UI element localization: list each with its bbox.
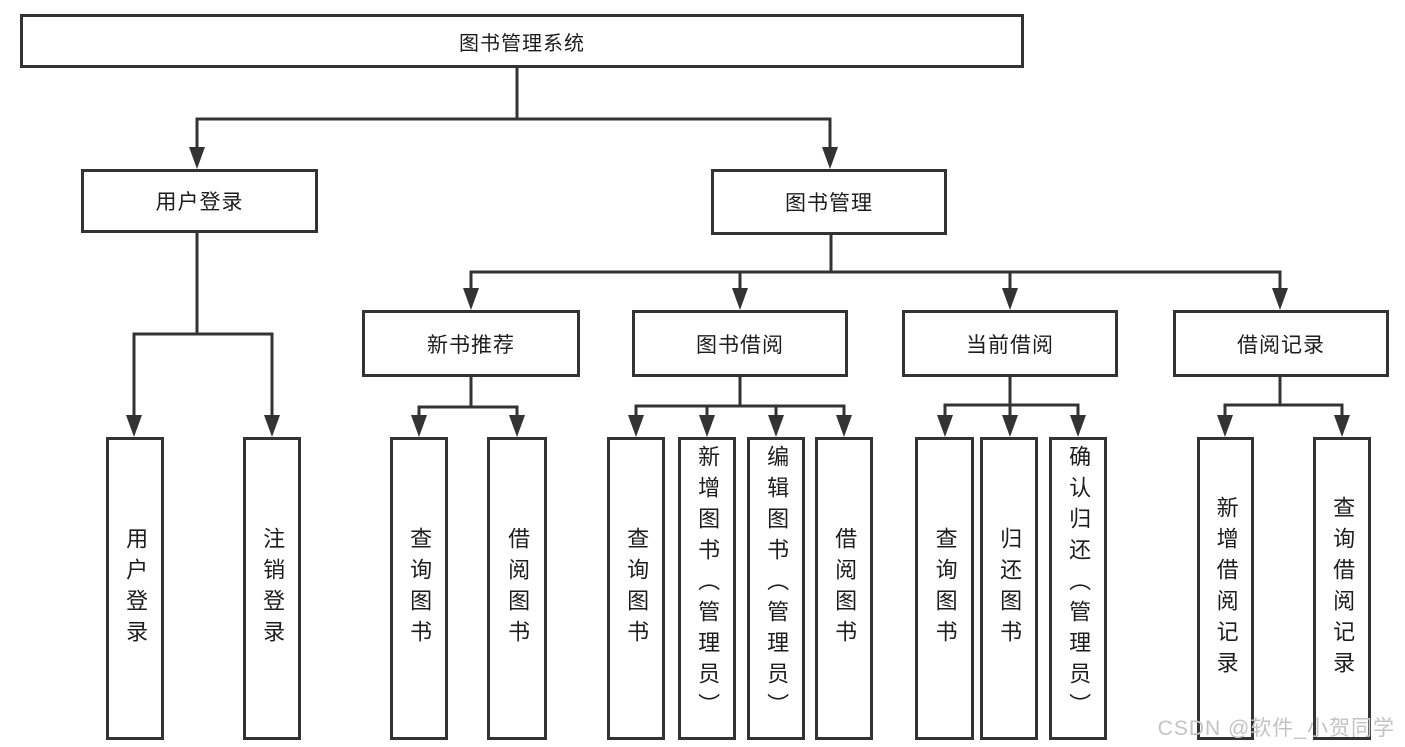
- leaf-newbooks-borrow-book: 借阅图书: [487, 437, 547, 740]
- node-label: 图书管理: [785, 192, 873, 215]
- connector-newbooks-to-leaves: [411, 377, 525, 437]
- leaf-borrow-query-book: 查询图书: [607, 437, 665, 740]
- node-book-management: 图书管理: [711, 169, 947, 235]
- leaf-label: 查询图书: [932, 526, 958, 651]
- connector-borrow-to-leaves: [628, 377, 852, 437]
- connector-root-to-level2: [189, 68, 838, 169]
- node-label: 图书借阅: [696, 333, 784, 357]
- leaf-label: 借阅图书: [505, 526, 531, 651]
- leaf-label: 确认归还（管理员）: [1066, 445, 1092, 724]
- node-new-book-recommend: 新书推荐: [362, 310, 580, 377]
- csdn-watermark: CSDN @软件_小贺同学: [1157, 717, 1395, 740]
- leaf-label: 查询图书: [407, 526, 433, 651]
- leaf-label: 借阅图书: [832, 526, 858, 651]
- connector-records-to-leaves: [1217, 377, 1350, 437]
- leaf-borrow-add-book-admin: 新增图书（管理员）: [678, 437, 736, 740]
- leaf-label: 归还图书: [997, 526, 1023, 651]
- node-library-system: 图书管理系统: [20, 14, 1024, 68]
- leaf-label: 新增图书（管理员）: [695, 445, 721, 724]
- leaf-user-login: 用户登录: [106, 437, 164, 740]
- node-borrow-records: 借阅记录: [1173, 310, 1389, 377]
- leaf-label: 新增借阅记录: [1213, 495, 1239, 682]
- leaf-label: 用户登录: [123, 526, 149, 651]
- leaf-label: 查询借阅记录: [1330, 495, 1356, 682]
- leaf-logout: 注销登录: [243, 437, 301, 740]
- leaf-label: 编辑图书（管理员）: [764, 445, 790, 724]
- leaf-borrow-edit-book-admin: 编辑图书（管理员）: [747, 437, 805, 740]
- node-label: 用户登录: [155, 191, 244, 214]
- connector-mgmt-to-level3: [463, 235, 1288, 310]
- node-label: 新书推荐: [427, 333, 515, 357]
- node-label: 当前借阅: [966, 333, 1054, 357]
- node-label: 借阅记录: [1237, 333, 1325, 357]
- leaf-borrow-borrow-book: 借阅图书: [815, 437, 873, 740]
- leaf-records-add-record: 新增借阅记录: [1197, 437, 1254, 740]
- leaf-current-query-book: 查询图书: [915, 437, 974, 740]
- leaf-current-return-book: 归还图书: [980, 437, 1038, 740]
- leaf-label: 查询图书: [624, 526, 650, 651]
- node-current-borrow: 当前借阅: [902, 310, 1118, 377]
- node-label: 图书管理系统: [459, 32, 585, 55]
- leaf-records-query-record: 查询借阅记录: [1313, 437, 1371, 740]
- leaf-newbooks-query-book: 查询图书: [390, 437, 448, 740]
- node-user-login: 用户登录: [81, 169, 318, 233]
- connector-current-to-leaves: [937, 377, 1086, 437]
- leaf-label: 注销登录: [260, 526, 286, 651]
- connector-login-to-leaves: [126, 233, 280, 437]
- leaf-current-confirm-return-admin: 确认归还（管理员）: [1049, 437, 1107, 740]
- node-book-borrow: 图书借阅: [632, 310, 848, 377]
